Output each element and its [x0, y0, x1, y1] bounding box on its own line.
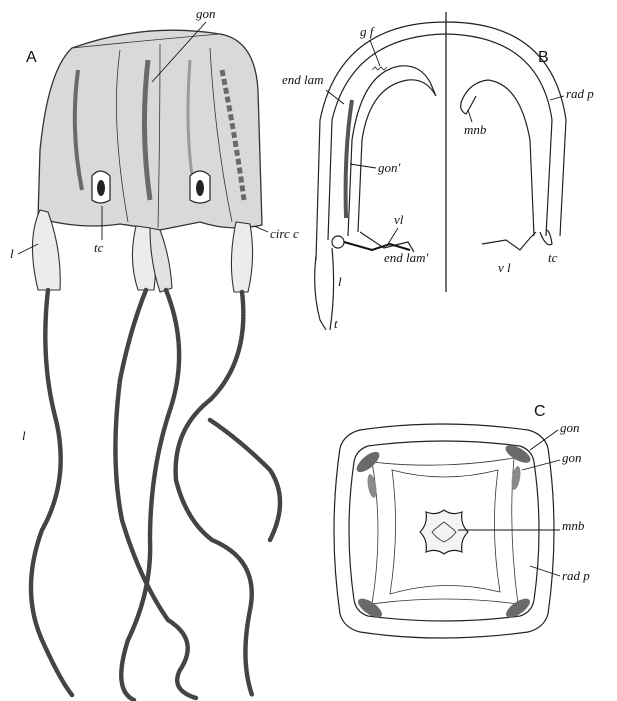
panel-a-letter: A — [26, 49, 37, 66]
bell-inner-right — [446, 34, 552, 236]
panel-c-letter: C — [534, 403, 546, 420]
manubrium — [420, 510, 468, 554]
label-rad-p-c: rad p — [562, 568, 590, 583]
tentacles — [31, 290, 280, 700]
leader-gon-prime — [350, 164, 376, 168]
label-mnb-c: mnb — [562, 518, 585, 533]
label-gon: gon — [196, 6, 216, 21]
tentacle — [176, 292, 252, 695]
subumbrella-left — [348, 66, 430, 236]
bell-outer-left — [316, 22, 446, 260]
leader-circ-c — [254, 226, 268, 232]
label-circ-c: circ c — [270, 226, 299, 241]
tentacle — [31, 290, 72, 695]
label-end-lam: end lam — [282, 72, 324, 87]
label-l-section: l — [338, 274, 342, 289]
label-gon-prime: gon' — [378, 160, 401, 175]
tentacle — [210, 420, 280, 540]
label-rad-p-section: rad p — [566, 86, 594, 101]
tentacle — [121, 290, 179, 700]
leader-mnb-section — [468, 110, 472, 122]
label-end-lam-prime: end lam' — [384, 250, 429, 265]
bell-outline — [38, 30, 262, 230]
subumbrella-left-inner — [358, 80, 436, 232]
label-l-tentacle: l — [22, 428, 26, 443]
gastric-filaments — [372, 67, 387, 70]
label-tc: tc — [94, 240, 104, 255]
velarium-right — [482, 232, 536, 250]
label-gon-c-1: gon — [560, 420, 580, 435]
label-vl-left: vl — [394, 212, 404, 227]
leader-gon-c-1 — [530, 430, 558, 450]
panel-b-radial-section: B g f end lam gon' vl end lam' l t — [282, 12, 594, 331]
leader-rad-p-c — [530, 566, 560, 576]
label-l-pedalium: l — [10, 246, 14, 261]
pedalium — [231, 222, 252, 292]
leader-gf — [370, 40, 380, 66]
pedalium-section — [315, 248, 334, 330]
sensory-club — [190, 171, 210, 203]
label-mnb-section: mnb — [464, 122, 487, 137]
label-t-section: t — [334, 316, 338, 331]
panel-a-whole-medusa: A — [10, 6, 299, 700]
manubrium-right — [462, 80, 534, 236]
label-gf: g f — [360, 24, 376, 39]
sensory-club — [92, 171, 110, 203]
leader-vl-left — [388, 228, 398, 244]
circular-canal — [332, 236, 344, 248]
gonad-corner — [510, 465, 522, 490]
label-vl-right: v l — [498, 260, 511, 275]
label-tc-section: tc — [548, 250, 558, 265]
label-gon-c-2: gon — [562, 450, 582, 465]
panel-c-oral-view: C gon gon mnb rad p — [334, 403, 590, 638]
